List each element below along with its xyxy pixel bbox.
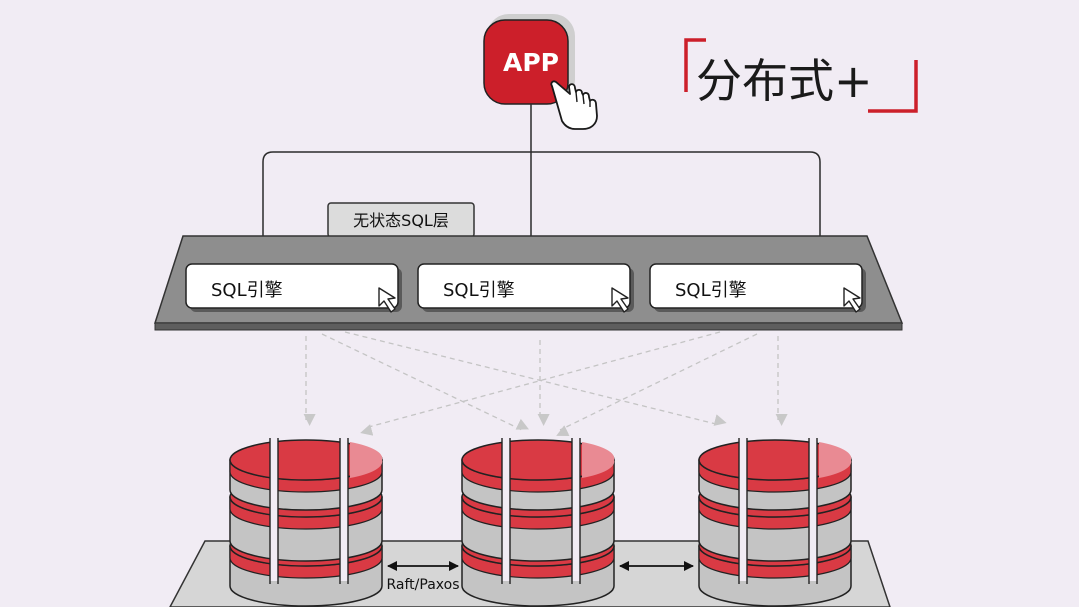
sql-engine-label: SQL引擎: [675, 280, 747, 301]
sql-engine-label: SQL引擎: [211, 280, 283, 301]
raft-paxos-label: Raft/Paxos: [387, 577, 460, 593]
sql-engine-1[interactable]: SQL引擎: [185, 263, 402, 313]
storage-node-1: [229, 436, 383, 607]
title-text: 分布式+: [696, 54, 873, 108]
route-arrow: [556, 333, 758, 437]
cursor-icon: [843, 287, 861, 313]
disk-split: [340, 436, 348, 581]
app-button[interactable]: APP: [483, 14, 575, 105]
disk-split: [809, 436, 817, 581]
sql-engine-label: SQL引擎: [443, 280, 515, 301]
disk-split: [270, 436, 278, 581]
sql-layer-tab: 无状态SQL层: [327, 202, 475, 238]
hand-pointer-icon: [550, 80, 598, 130]
title-bracket-right: [868, 60, 918, 113]
route-arrow: [360, 331, 721, 436]
title-bracket-left: [684, 38, 706, 92]
storage-node-2: [461, 436, 615, 607]
app-connector-left-right: [262, 151, 829, 251]
route-arrow: [344, 331, 727, 426]
replication-links: Raft/Paxos: [387, 561, 694, 593]
routing-arrows: [303, 331, 788, 437]
cursor-icon: [378, 287, 396, 313]
title-block: 分布式+: [684, 38, 918, 113]
app-button-label[interactable]: APP: [503, 48, 559, 77]
sql-layer-tab-label: 无状态SQL层: [353, 211, 449, 230]
storage-node-3: [698, 436, 852, 607]
route-arrow: [321, 333, 529, 431]
disk-split: [572, 436, 580, 581]
disk-split: [502, 436, 510, 581]
sql-engine-2[interactable]: SQL引擎: [417, 263, 634, 313]
cursor-icon: [611, 287, 629, 313]
sql-engine-3[interactable]: SQL引擎: [649, 263, 866, 313]
disk-split: [739, 436, 747, 581]
app-button-face[interactable]: [483, 19, 569, 105]
app-connectors: [262, 104, 829, 251]
